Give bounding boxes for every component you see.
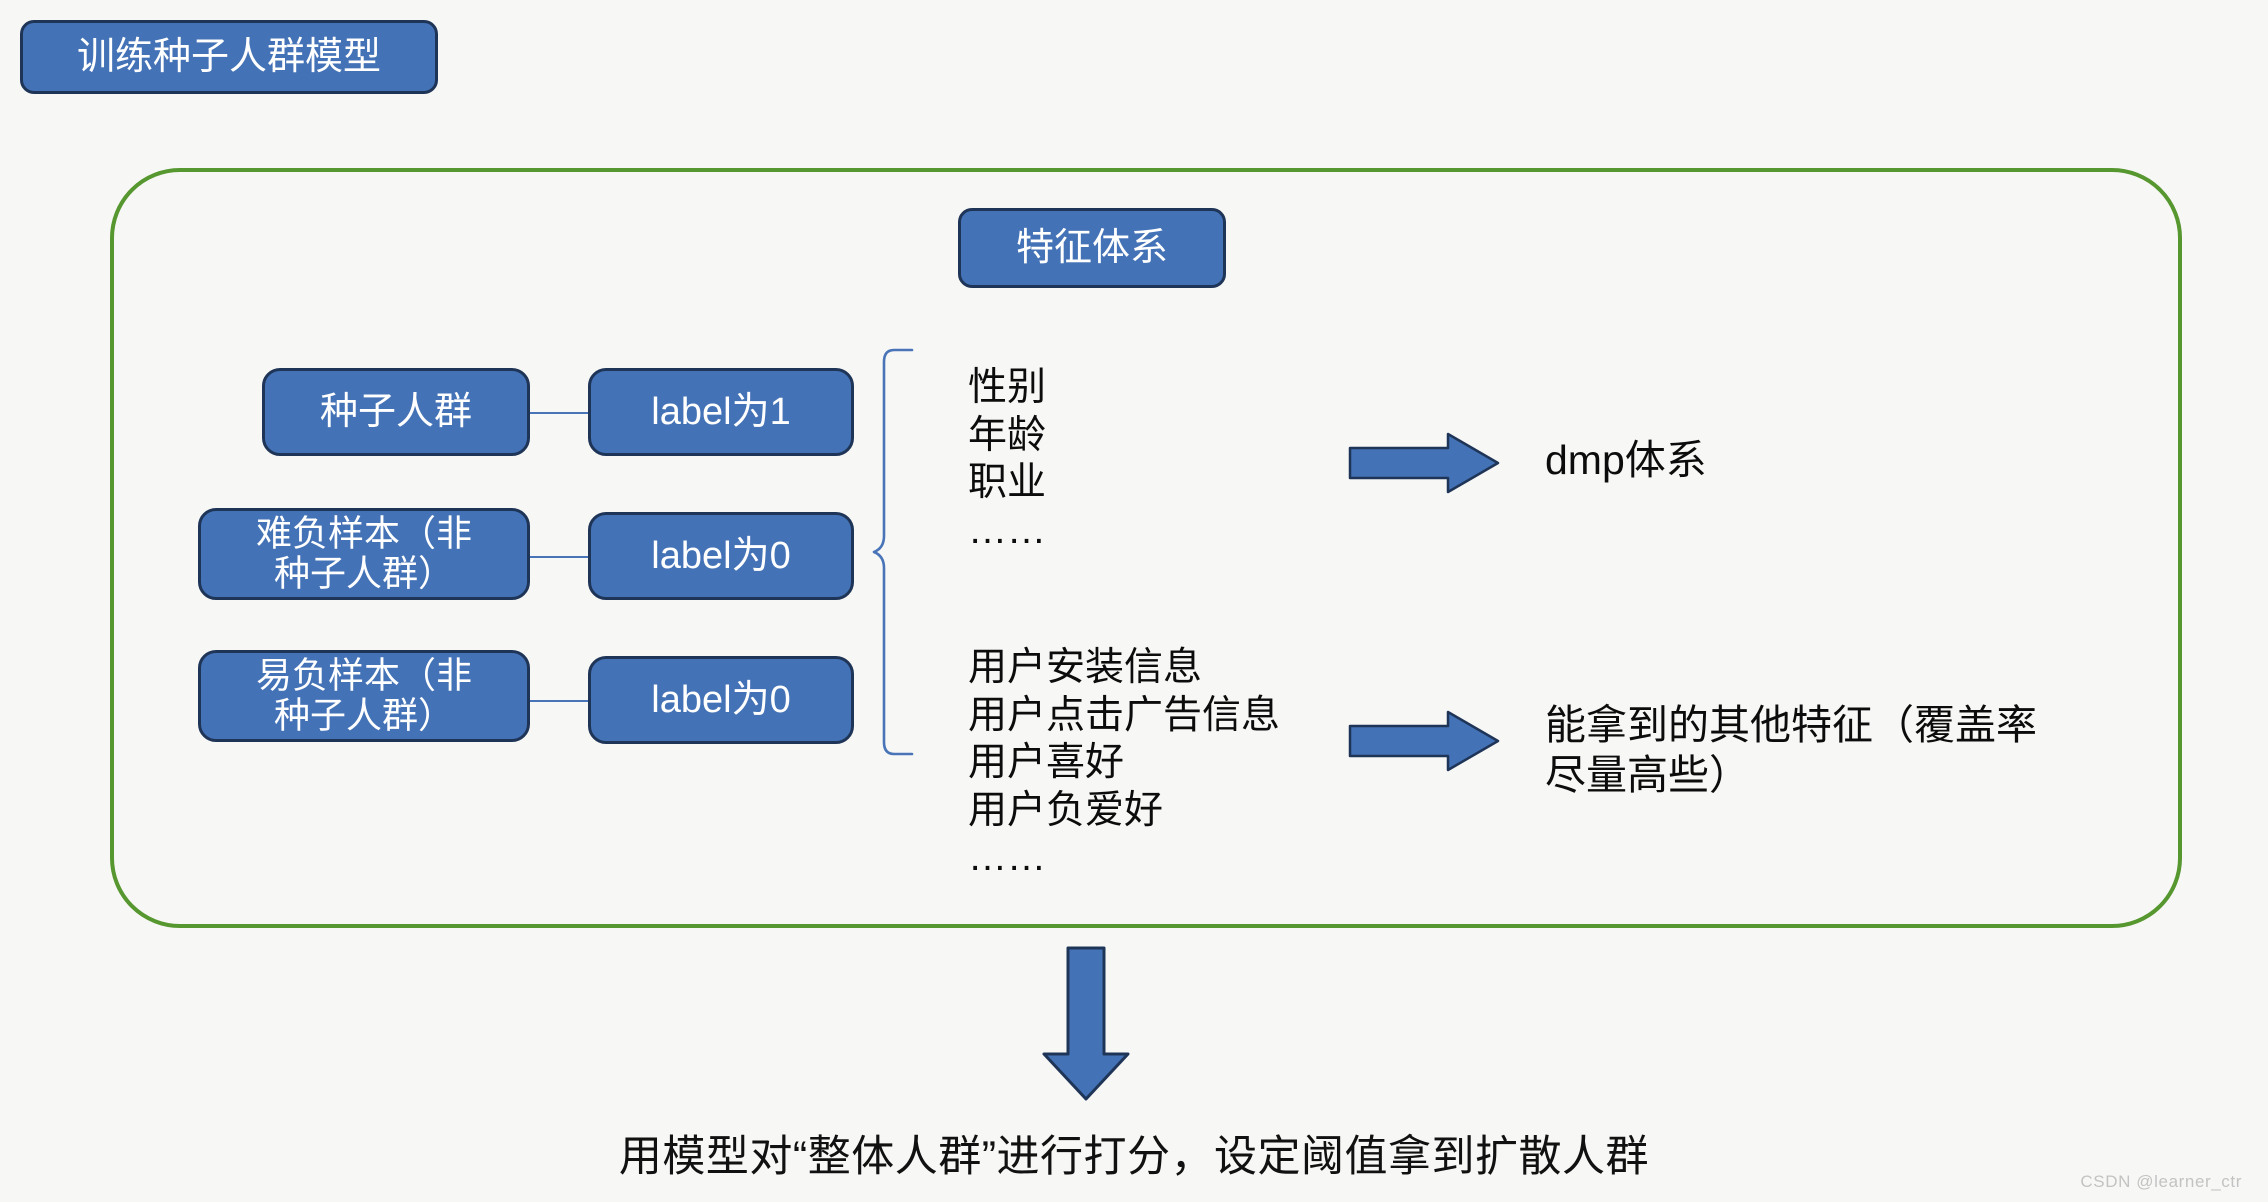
watermark: CSDN @learner_ctr (2080, 1172, 2242, 1191)
label-node-easy-negative: label为0 (588, 656, 854, 744)
sample-node-seed-crowd: 种子人群 (262, 368, 530, 456)
sample-node-easy-negative-label: 易负样本（非 种子人群） (255, 654, 472, 736)
feature-list-demographic: 性别 年龄 职业 …… (968, 366, 1047, 552)
down-arrow-icon (1042, 946, 1130, 1101)
feature-list-behavior: 用户安装信息 用户点击广告信息 用户喜好 用户负爱好 …… (968, 646, 1281, 880)
connector-line-seed (530, 412, 588, 414)
feature-system-node: 特征体系 (958, 208, 1226, 288)
sample-node-easy-negative: 易负样本（非 种子人群） (198, 650, 530, 742)
right-arrow-icon-other-features (1348, 710, 1500, 772)
right-arrow-icon-dmp (1348, 432, 1500, 494)
training-pipeline-container (110, 168, 2182, 928)
connector-line-easy-negative (530, 700, 588, 702)
page-title: 训练种子人群模型 (20, 20, 438, 94)
sample-node-hard-negative: 难负样本（非 种子人群） (198, 508, 530, 600)
connector-line-hard-negative (530, 556, 588, 558)
label-node-seed: label为1 (588, 368, 854, 456)
left-curly-brace-icon (872, 348, 914, 756)
dmp-system-label: dmp体系 (1545, 437, 1707, 483)
label-node-hard-negative: label为0 (588, 512, 854, 600)
other-features-label: 能拿到的其他特征（覆盖率 尽量高些） (1545, 702, 2037, 799)
sample-node-hard-negative-label: 难负样本（非 种子人群） (255, 512, 472, 594)
bottom-caption: 用模型对“整体人群”进行打分，设定阈值拿到扩散人群 (618, 1133, 1650, 1181)
